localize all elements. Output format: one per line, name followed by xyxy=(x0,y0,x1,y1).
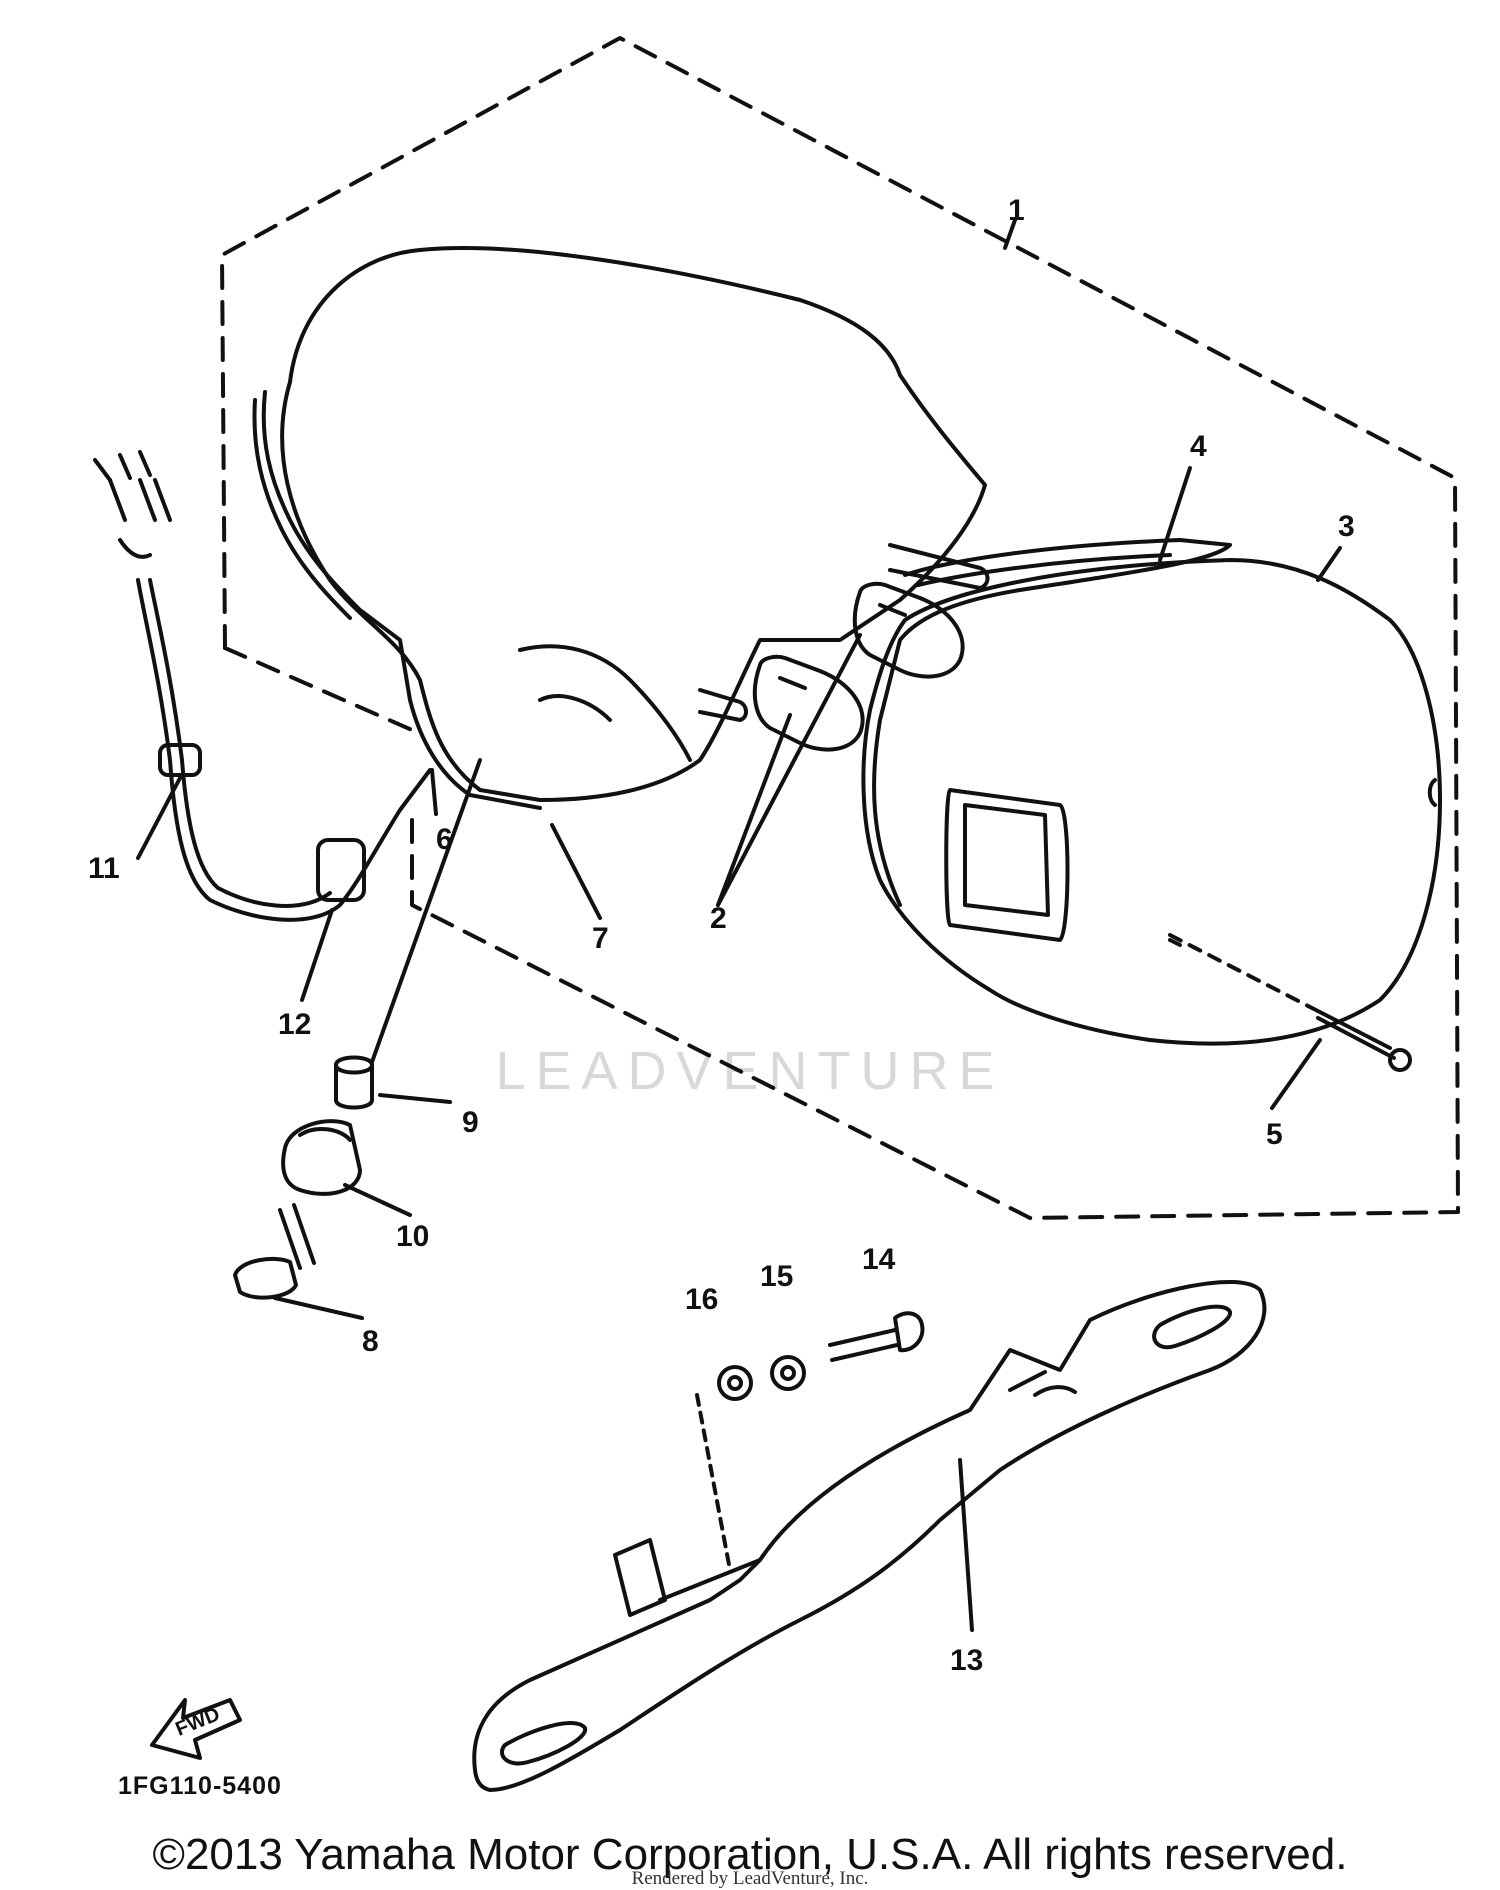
assembly-boundary-dashed xyxy=(220,36,1460,1220)
bracket-leader-dashed xyxy=(695,1393,732,1572)
tail-light-housing xyxy=(252,246,987,810)
gasket xyxy=(872,538,1232,907)
gasket-inner xyxy=(916,553,1172,587)
callout-16: 16 xyxy=(685,1283,719,1316)
callout-5: 5 xyxy=(1266,1118,1283,1151)
damper xyxy=(281,1119,362,1196)
callout-7: 7 xyxy=(592,922,609,955)
nut-hole xyxy=(727,1375,743,1391)
lock-washer-hole xyxy=(780,1365,796,1381)
license-plate-bracket xyxy=(472,1279,1267,1792)
callout-12: 12 xyxy=(278,1008,312,1041)
leader-9-long xyxy=(370,758,482,1064)
callout-10: 10 xyxy=(396,1220,430,1253)
callout-14: 14 xyxy=(862,1243,896,1276)
lens xyxy=(861,558,1442,1046)
assembly-boundary-dashed-left xyxy=(223,646,414,732)
fwd-arrow xyxy=(150,1698,242,1760)
bracket-bolt xyxy=(828,1311,925,1362)
callout-13: 13 xyxy=(950,1644,984,1677)
bolt xyxy=(233,1203,316,1300)
copyright-notice: ©2013 Yamaha Motor Corporation, U.S.A. A… xyxy=(152,1830,1348,1879)
socket-stem-lower xyxy=(698,688,748,722)
rendered-by-credit: Rendered by LeadVenture, Inc. xyxy=(631,1868,869,1889)
leader-4 xyxy=(1158,466,1192,562)
leader-2b xyxy=(716,633,862,907)
callout-8: 8 xyxy=(362,1325,379,1358)
socket-stem-upper xyxy=(888,543,990,590)
watermark-text: LEADVENTURE xyxy=(495,1041,1005,1101)
leader-2a xyxy=(716,713,792,907)
screw xyxy=(1168,933,1412,1072)
leader-5 xyxy=(1270,1038,1322,1110)
wire-harness xyxy=(93,450,432,922)
nut xyxy=(717,1365,753,1401)
leader-8 xyxy=(273,1296,364,1320)
leader-9 xyxy=(378,1093,452,1104)
callout-15: 15 xyxy=(760,1260,794,1293)
callout-9: 9 xyxy=(462,1106,479,1139)
leader-6 xyxy=(430,768,438,816)
collar xyxy=(334,1055,374,1110)
leader-12 xyxy=(300,908,334,1002)
leader-13 xyxy=(958,1458,974,1632)
leader-11 xyxy=(136,776,182,860)
leader-3 xyxy=(1316,546,1342,582)
callout-6: 6 xyxy=(436,823,453,856)
callout-4: 4 xyxy=(1190,430,1207,463)
callout-11: 11 xyxy=(88,852,120,885)
callout-3: 3 xyxy=(1338,510,1355,543)
lock-washer xyxy=(770,1355,806,1391)
callout-2: 2 xyxy=(710,902,727,935)
drawing-code: 1FG110-5400 xyxy=(118,1772,282,1800)
bulb-lower xyxy=(752,654,865,752)
bulb-upper xyxy=(852,581,965,679)
leader-1 xyxy=(1003,218,1017,250)
callout-1: 1 xyxy=(1008,194,1025,227)
leader-7 xyxy=(550,823,602,920)
leader-10 xyxy=(343,1183,412,1217)
